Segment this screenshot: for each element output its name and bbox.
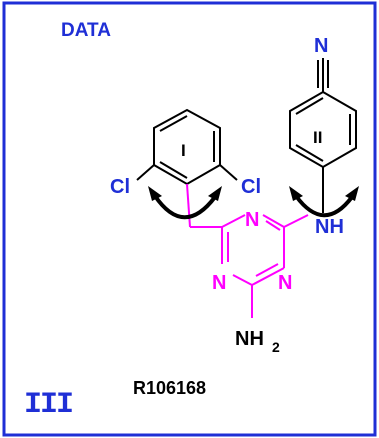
compound-id: R106168 xyxy=(133,378,207,398)
amino-subscript: 2 xyxy=(272,339,280,355)
arrowhead-icon xyxy=(345,186,359,201)
arrowhead-icon xyxy=(289,186,303,201)
triazine-bond xyxy=(232,274,253,286)
ring-i-double-bond xyxy=(159,161,188,179)
arrowheads xyxy=(148,186,359,201)
bond-to-nh xyxy=(283,214,309,228)
ring-i-hexagon xyxy=(153,108,221,186)
triazine-ring xyxy=(221,214,309,318)
rotation-arrows xyxy=(153,194,354,220)
ring-ii-hexagon xyxy=(289,90,357,169)
triazine-n-left: N xyxy=(212,272,226,294)
ring-ii xyxy=(289,58,357,186)
ring-i-double-bond xyxy=(159,115,188,132)
ring-i-label: I xyxy=(181,141,186,160)
ring-i xyxy=(136,108,238,186)
chloro-left-label: Cl xyxy=(110,176,130,198)
arrowhead-icon xyxy=(148,186,162,201)
methylene-bond xyxy=(186,183,191,228)
bond-cl-left xyxy=(136,164,155,181)
triazine-n-right: N xyxy=(278,272,292,294)
triazine-bond xyxy=(262,214,285,228)
arrowhead-icon xyxy=(208,186,222,201)
rotation-arrow-ring-ii xyxy=(294,194,354,218)
ring-ii-double-bond xyxy=(295,144,324,162)
triazine-bond xyxy=(221,214,246,228)
amino-nh-label: NH xyxy=(235,328,264,350)
nitrile-n-label: N xyxy=(314,35,328,57)
ring-ii-double-bond xyxy=(295,97,324,115)
roman-numeral-label: III xyxy=(24,388,74,422)
panel-title: DATA xyxy=(61,20,111,41)
triazine-double-bond xyxy=(265,220,281,231)
chloro-right-label: Cl xyxy=(241,176,261,198)
triazine-bond xyxy=(251,267,285,286)
rotation-arrow-ring-i xyxy=(153,194,217,220)
triazine-double-bond xyxy=(255,263,279,277)
bond-cl-right xyxy=(219,164,238,181)
ring-ii-label: II xyxy=(313,128,322,147)
triazine-n-top: N xyxy=(245,209,259,231)
amine-nh-label: NH xyxy=(315,216,344,238)
